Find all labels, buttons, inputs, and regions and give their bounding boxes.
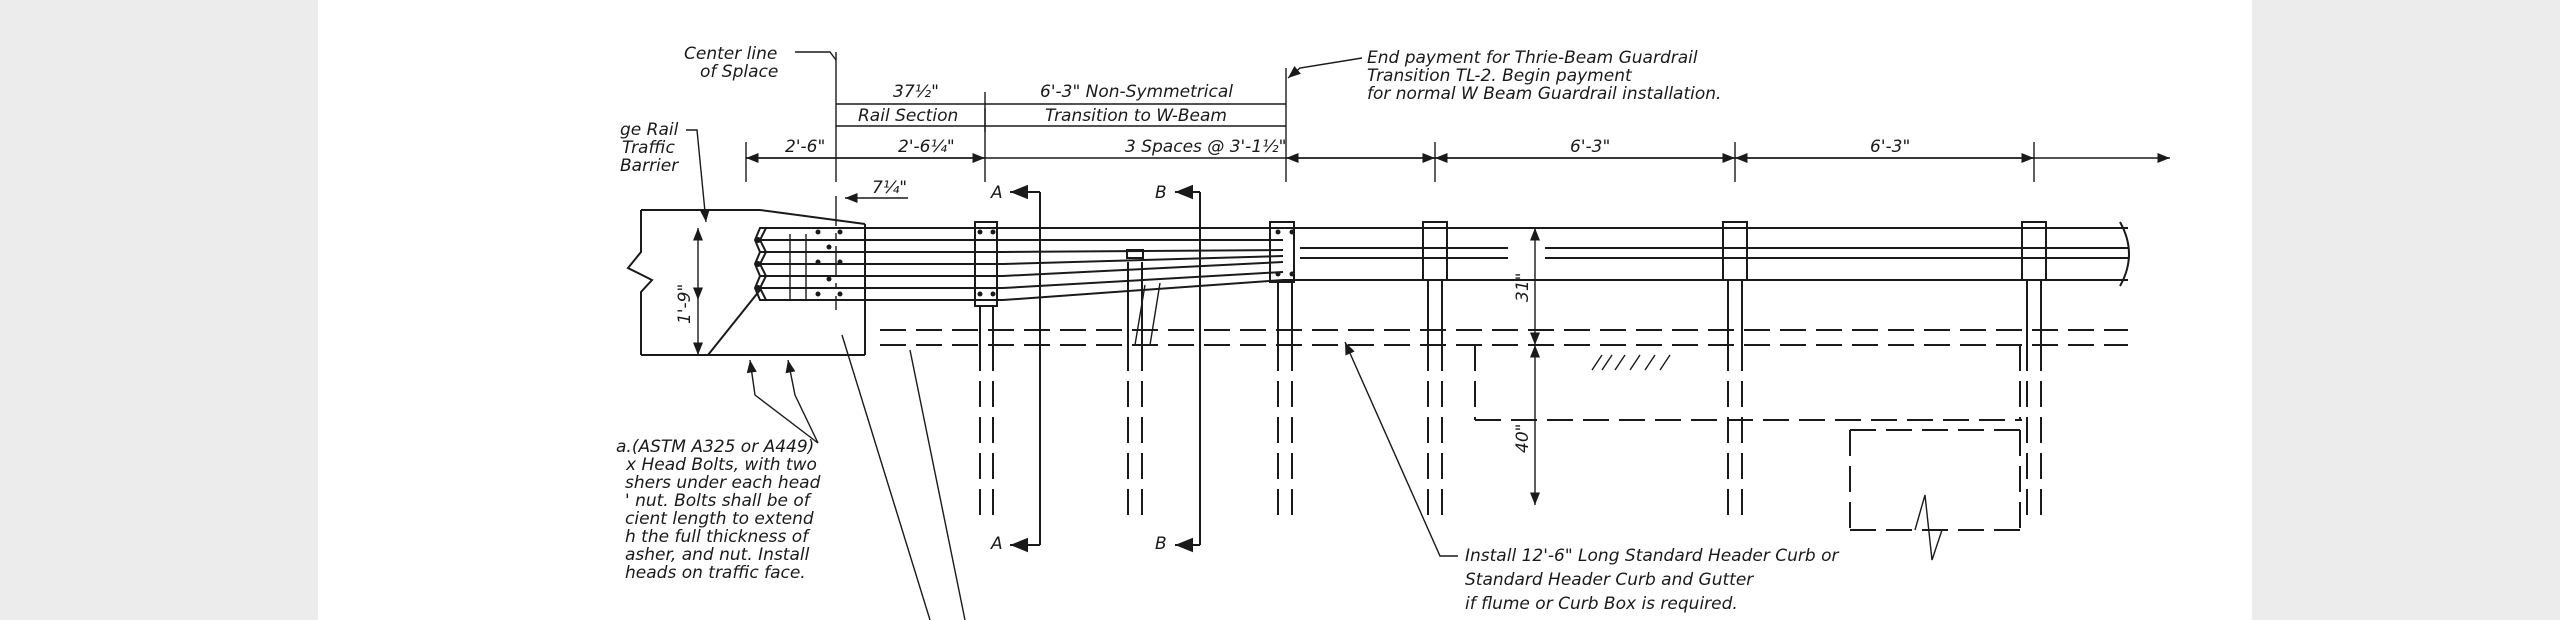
section-b-bottom: B	[1155, 534, 1167, 554]
section-b-top: B	[1155, 183, 1167, 203]
rail-section-label: Rail Section	[858, 106, 958, 126]
bolt-note-line-4: ' nut. Bolts shall be of	[625, 491, 813, 511]
bolt-note-line-6: h the full thickness of	[625, 527, 811, 547]
bolt-note-line-7: asher, and nut. Install	[625, 545, 810, 565]
post-3-block	[1269, 221, 1295, 283]
height-31: 31"	[1513, 273, 1533, 302]
section-a-bottom: A	[990, 534, 1003, 554]
bolt-note-line-1: a.(ASTM A325 or A449)	[616, 437, 814, 457]
note-leaders	[746, 334, 1458, 620]
section-a-top: A	[990, 183, 1003, 203]
dimension-lines	[686, 51, 2170, 223]
posts	[974, 221, 2047, 515]
center-line-label-2: of Splace	[700, 62, 778, 82]
bridge-rail-end	[626, 209, 866, 356]
bolt-note-line-3: shers under each head	[625, 473, 821, 493]
curb-note-line-1: Install 12'-6" Long Standard Header Curb…	[1465, 546, 1839, 566]
post-2-block	[1126, 249, 1144, 259]
curb-note-line-2: Standard Header Curb and Gutter	[1465, 570, 1754, 590]
height-dimensions	[692, 228, 1541, 505]
bolt-note-line-5: cient length to extend	[625, 509, 814, 529]
center-line-label: Center line	[684, 44, 777, 64]
post-5-block	[1722, 221, 1748, 281]
post-1-block	[974, 221, 998, 307]
bolt-pattern	[755, 229, 1295, 297]
post-6-block	[2021, 221, 2047, 281]
dimension-7-quarter: 7¼"	[872, 178, 907, 198]
bolt-note-line-2: x Head Bolts, with two	[625, 455, 817, 475]
post-4-block	[1422, 221, 1448, 281]
dimension-3-spaces: 3 Spaces @ 3'-1½"	[1125, 137, 1286, 157]
dimension-6-3-b: 6'-3"	[1870, 137, 1910, 157]
right-margin-band	[2252, 0, 2560, 620]
dimension-2-6: 2'-6"	[785, 137, 825, 157]
height-40: 40"	[1513, 424, 1533, 453]
end-payment-note-3: for normal W Beam Guardrail installation…	[1367, 84, 1721, 104]
section-cuts	[1010, 184, 1201, 553]
transition-dimension: 6'-3" Non-Symmetrical	[1040, 82, 1233, 102]
left-margin-band	[0, 0, 318, 620]
dimension-6-3-a: 6'-3"	[1570, 137, 1610, 157]
transition-label: Transition to W-Beam	[1045, 106, 1227, 126]
bolt-note-line-8: heads on traffic face.	[625, 563, 806, 583]
bridge-rail-label-3: Barrier	[620, 156, 679, 176]
end-payment-note-1: End payment for Thrie-Beam Guardrail	[1367, 48, 1698, 68]
end-payment-note-2: Transition TL-2. Begin payment	[1367, 66, 1633, 86]
rail-section-dimension: 37½"	[893, 82, 939, 102]
height-1-9: 1'-9"	[675, 284, 695, 324]
curb-note-line-3: if flume or Curb Box is required.	[1465, 594, 1738, 614]
bridge-rail-label-2: Traffic	[622, 138, 675, 158]
dimension-2-6-quarter: 2'-6¼"	[898, 137, 955, 157]
ground-and-curb	[880, 329, 2128, 561]
label-group: Center line of Splace ge Rail Traffic Ba…	[616, 44, 1910, 614]
bridge-rail-label: ge Rail	[620, 120, 679, 140]
